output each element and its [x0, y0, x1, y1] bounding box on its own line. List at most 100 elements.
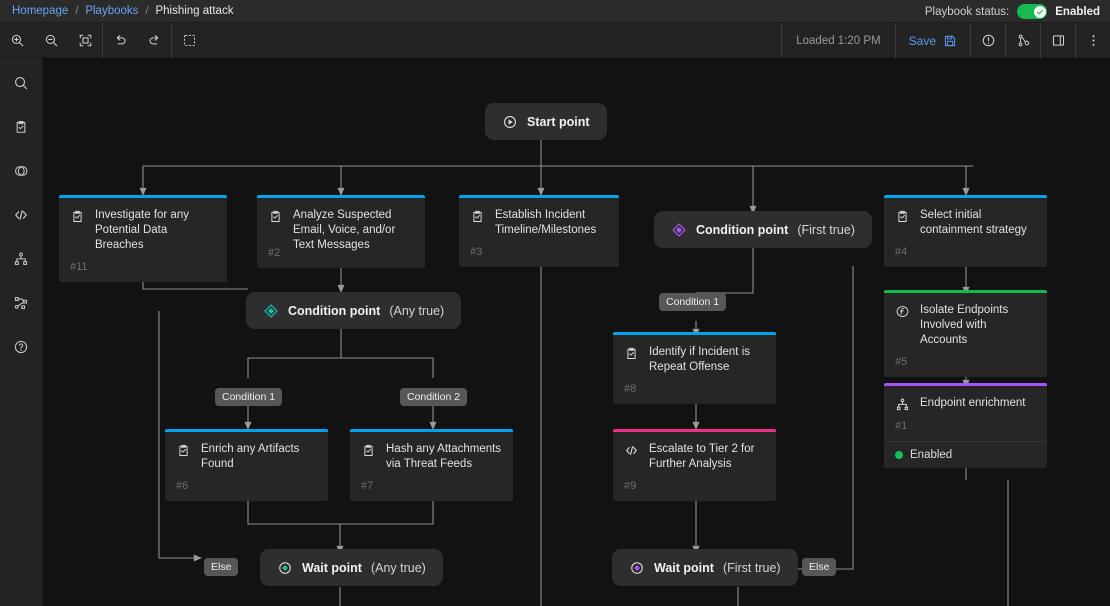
hierarchy-icon[interactable]	[8, 246, 34, 272]
node-status-label: Enabled	[910, 449, 953, 461]
node-number: #3	[470, 246, 483, 258]
node-card-11[interactable]: Investigate for any Potential Data Breac…	[59, 195, 227, 282]
node-card-7[interactable]: Hash any Attachments via Threat Feeds #7	[350, 429, 513, 501]
node-start-point[interactable]: Start point	[485, 103, 607, 140]
toolbar-divider	[102, 22, 103, 58]
alert-circle-icon[interactable]	[971, 23, 1005, 58]
marquee-select-button[interactable]	[172, 23, 206, 58]
panel-right-icon[interactable]	[1041, 23, 1075, 58]
breadcrumb-item-playbooks[interactable]: Playbooks	[85, 5, 139, 17]
node-title: Investigate for any Potential Data Breac…	[95, 209, 189, 251]
node-number: #2	[268, 247, 281, 259]
node-type-bar	[884, 195, 1047, 198]
edge-label-else-left[interactable]: Else	[204, 558, 239, 576]
breadcrumb-item-current: Phishing attack	[155, 5, 234, 17]
edge-label-else-right[interactable]: Else	[802, 558, 837, 576]
node-number: #4	[895, 246, 908, 258]
node-type-bar	[350, 429, 513, 432]
help-icon[interactable]	[8, 334, 34, 360]
fit-screen-button[interactable]	[68, 23, 102, 58]
breadcrumb-bar: Homepage / Playbooks / Phishing attack P…	[0, 0, 1110, 23]
editor-toolbar: Loaded 1:20 PM Save	[0, 22, 1110, 58]
code-icon	[624, 442, 640, 472]
undo-button[interactable]	[103, 23, 137, 58]
breadcrumb-item-homepage[interactable]: Homepage	[12, 5, 69, 17]
node-title: Identify if Incident is Repeat Offense	[649, 346, 750, 373]
target-icon	[629, 560, 645, 576]
toolbar-divider	[1005, 23, 1006, 58]
task-icon	[361, 442, 377, 472]
playbook-status-toggle[interactable]	[1017, 4, 1048, 19]
toolbar-divider	[970, 23, 971, 58]
breadcrumb-separator: /	[75, 5, 79, 17]
node-title: Enrich any Artifacts Found	[201, 443, 300, 470]
node-subtitle: (Any true)	[370, 560, 426, 575]
node-title: Hash any Attachments via Threat Feeds	[386, 443, 502, 470]
node-card-6[interactable]: Enrich any Artifacts Found #6	[165, 429, 328, 501]
node-card-2[interactable]: Analyze Suspected Email, Voice, and/or T…	[257, 195, 425, 268]
kebab-menu-icon[interactable]	[1076, 23, 1110, 58]
save-disk-icon	[944, 35, 956, 46]
node-body: Endpoint enrichment	[884, 386, 1047, 414]
task-icon[interactable]	[8, 114, 34, 140]
node-title: Escalate to Tier 2 for Further Analysis	[649, 443, 755, 470]
node-condition-point-any-true[interactable]: Condition point (Any true)	[246, 292, 462, 329]
node-type-bar	[884, 383, 1047, 386]
edge-label-condition-2[interactable]: Condition 2	[400, 388, 468, 406]
node-card-4[interactable]: Select initial containment strategy #4	[884, 195, 1047, 267]
node-card-9[interactable]: Escalate to Tier 2 for Further Analysis …	[613, 429, 776, 501]
node-body: Select initial containment strategy	[884, 198, 1047, 240]
edge-label-condition-1-left[interactable]: Condition 1	[215, 388, 283, 406]
toolbar-divider	[1040, 23, 1041, 58]
loaded-timestamp: Loaded 1:20 PM	[796, 34, 881, 47]
node-card-5[interactable]: Isolate Endpoints Involved with Accounts…	[884, 290, 1047, 377]
node-wait-point-any-true[interactable]: Wait point (Any true)	[260, 549, 443, 586]
node-type-bar	[257, 195, 425, 198]
node-body: Isolate Endpoints Involved with Accounts	[884, 293, 1047, 350]
save-button-label: Save	[908, 33, 936, 48]
node-number: #5	[895, 356, 908, 368]
node-number: #6	[176, 480, 189, 492]
redo-button[interactable]	[137, 23, 171, 58]
node-wait-point-first-true[interactable]: Wait point (First true)	[612, 549, 798, 586]
integration-icon[interactable]	[8, 158, 34, 184]
node-number: #11	[70, 261, 88, 273]
node-card-1[interactable]: Endpoint enrichment #1 Enabled	[884, 383, 1047, 468]
diamond-icon	[671, 222, 687, 238]
play-circle-icon	[502, 114, 518, 130]
node-card-8[interactable]: Identify if Incident is Repeat Offense #…	[613, 332, 776, 404]
node-card-3[interactable]: Establish Incident Timeline/Milestones #…	[459, 195, 619, 267]
node-body: Identify if Incident is Repeat Offense	[613, 335, 776, 377]
node-title: Start point	[527, 114, 590, 129]
editor-shell: Investigate for any Potential Data Breac…	[0, 58, 1110, 606]
node-type-bar	[459, 195, 619, 198]
node-title: Endpoint enrichment	[920, 397, 1026, 409]
toolbar-divider	[171, 22, 172, 58]
share-nodes-icon[interactable]	[1006, 23, 1040, 58]
node-title: Wait point	[654, 560, 714, 575]
zoom-out-button[interactable]	[34, 23, 68, 58]
node-body: Escalate to Tier 2 for Further Analysis	[613, 432, 776, 474]
node-title: Condition point	[288, 303, 381, 318]
save-button[interactable]: Save	[896, 23, 970, 58]
node-body: Investigate for any Potential Data Breac…	[59, 198, 227, 255]
zoom-in-button[interactable]	[0, 23, 34, 58]
node-number: #9	[624, 480, 637, 492]
node-title: Select initial containment strategy	[920, 209, 1027, 236]
node-type-bar	[613, 429, 776, 432]
node-condition-point-first-true[interactable]: Condition point (First true)	[654, 211, 872, 248]
node-title: Establish Incident Timeline/Milestones	[495, 209, 597, 236]
breadcrumb-separator: /	[145, 5, 149, 17]
node-status: Enabled	[884, 441, 1047, 468]
diamond-icon	[263, 303, 279, 319]
edge-label-condition-1-right[interactable]: Condition 1	[659, 293, 727, 311]
node-subtitle: (First true)	[797, 222, 855, 237]
selection-controls	[172, 23, 206, 58]
code-icon[interactable]	[8, 202, 34, 228]
left-rail	[0, 58, 43, 606]
search-icon[interactable]	[8, 70, 34, 96]
node-type-bar	[613, 332, 776, 335]
playbook-canvas[interactable]: Investigate for any Potential Data Breac…	[43, 58, 1110, 606]
workflow-icon[interactable]	[8, 290, 34, 316]
breadcrumb: Homepage / Playbooks / Phishing attack	[12, 5, 233, 17]
